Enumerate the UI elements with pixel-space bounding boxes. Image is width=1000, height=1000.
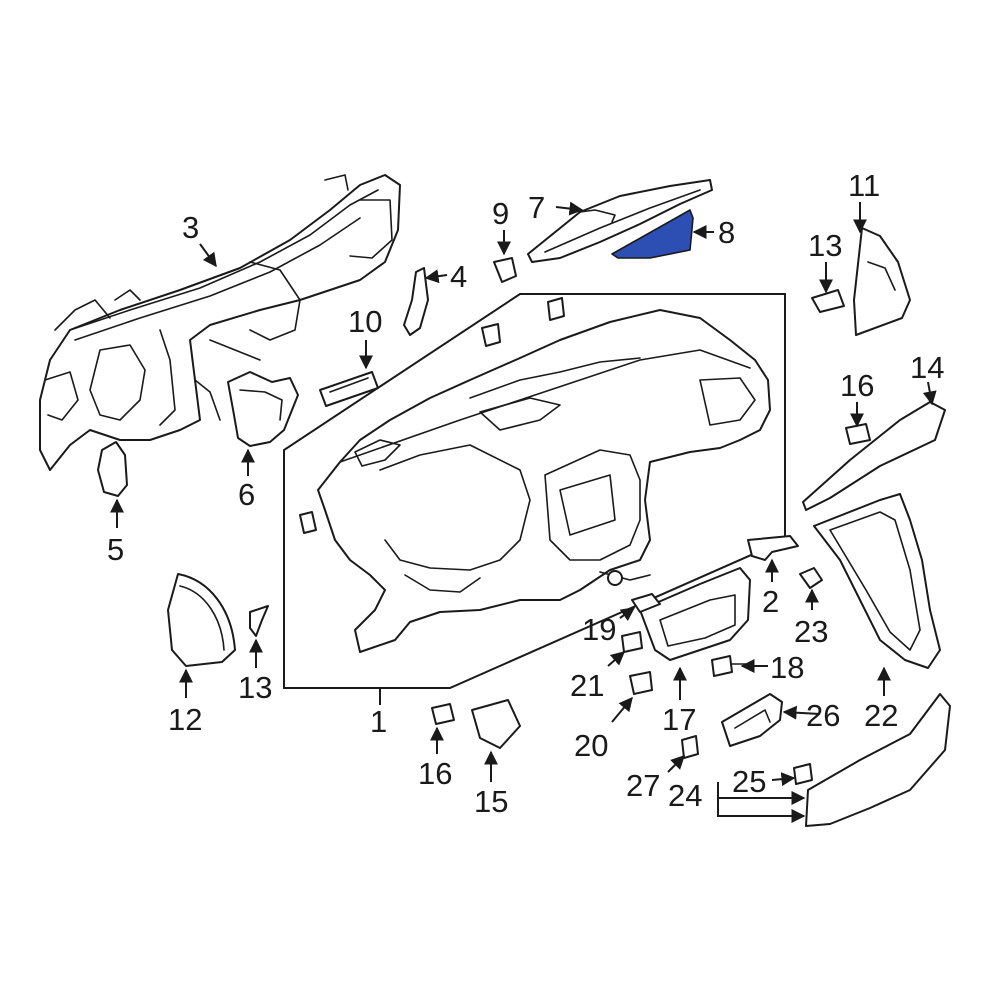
callout-16-right: 16 — [840, 368, 874, 403]
part-1-clip-a — [299, 511, 317, 534]
part-1-instrument-panel — [317, 309, 771, 653]
callout-3: 3 — [182, 210, 199, 245]
part-3-crosscar-beam — [39, 174, 401, 471]
part-4-bracket — [403, 267, 429, 336]
part-6-bracket — [227, 371, 299, 447]
callout-17: 17 — [662, 702, 696, 737]
leader-3 — [199, 243, 217, 268]
callout-13-right: 13 — [808, 228, 842, 263]
leader-20 — [611, 696, 633, 723]
callout-7: 7 — [528, 190, 545, 225]
callout-9: 9 — [492, 196, 509, 231]
part-26-trim — [721, 693, 783, 747]
callout-21: 21 — [570, 668, 604, 703]
callout-18: 18 — [770, 650, 804, 685]
part-12-end-cap — [167, 573, 236, 667]
leader-4 — [424, 269, 448, 284]
part-7-defroster-panel — [527, 179, 713, 263]
part-1-frame — [283, 293, 786, 689]
part-23-retainer — [799, 567, 823, 589]
leader-25 — [771, 772, 796, 787]
callout-4: 4 — [450, 259, 467, 294]
leader-19 — [619, 607, 636, 622]
callout-6: 6 — [238, 477, 255, 512]
part-16-clip-bottom — [431, 703, 455, 725]
part-17-bezel — [639, 567, 751, 661]
callout-15: 15 — [474, 784, 508, 819]
callout-12: 12 — [168, 702, 202, 737]
callout-14: 14 — [910, 350, 944, 385]
part-2-bracket — [747, 535, 799, 561]
part-13-clip-right — [811, 289, 845, 313]
leader-lines — [110, 201, 937, 823]
callout-25: 25 — [732, 764, 766, 799]
callout-19: 19 — [582, 612, 616, 647]
callout-26: 26 — [806, 698, 840, 733]
part-15-switch-bezel — [471, 699, 521, 749]
callout-27: 27 — [626, 768, 660, 803]
callout-20: 20 — [574, 728, 608, 763]
callout-labels: 1 2 3 4 5 6 7 8 9 10 11 12 13 13 14 15 1… — [107, 168, 944, 819]
part-5-bracket — [97, 441, 128, 497]
part-14-trim-strip — [802, 401, 946, 511]
part-19-clip — [631, 593, 661, 613]
callout-24: 24 — [668, 778, 702, 813]
leader-26 — [782, 705, 821, 720]
callout-16-bottom: 16 — [418, 756, 452, 791]
part-13-clip-left — [249, 605, 269, 637]
part-16-clip-right — [845, 423, 871, 445]
part-8-panel-highlighted — [611, 209, 694, 259]
part-10-vent — [319, 371, 379, 407]
callout-8: 8 — [718, 215, 735, 250]
callout-10: 10 — [348, 304, 382, 339]
callout-11: 11 — [848, 168, 880, 203]
callout-5: 5 — [107, 532, 124, 567]
part-11-side-cover — [853, 227, 911, 336]
part-25-clip — [793, 763, 813, 785]
part-27-clip — [681, 735, 699, 759]
leader-7 — [555, 201, 584, 216]
part-22-console-panel — [813, 493, 941, 669]
callout-22: 22 — [864, 698, 898, 733]
leader-14 — [922, 381, 937, 406]
callout-1: 1 — [370, 704, 387, 739]
leader-27 — [667, 755, 685, 773]
part-24-lower-cover — [805, 693, 951, 827]
callout-13-left: 13 — [238, 670, 272, 705]
part-21-clip — [621, 631, 643, 653]
part-1-clip-c — [547, 297, 565, 321]
callout-2: 2 — [762, 584, 779, 619]
leader-24 — [717, 782, 806, 823]
leader-21 — [607, 651, 626, 667]
part-9-clip — [493, 257, 517, 283]
callout-23: 23 — [794, 614, 828, 649]
part-18-screw — [711, 655, 753, 677]
part-1-clip-b — [481, 323, 501, 347]
part-20-nut — [629, 671, 653, 695]
